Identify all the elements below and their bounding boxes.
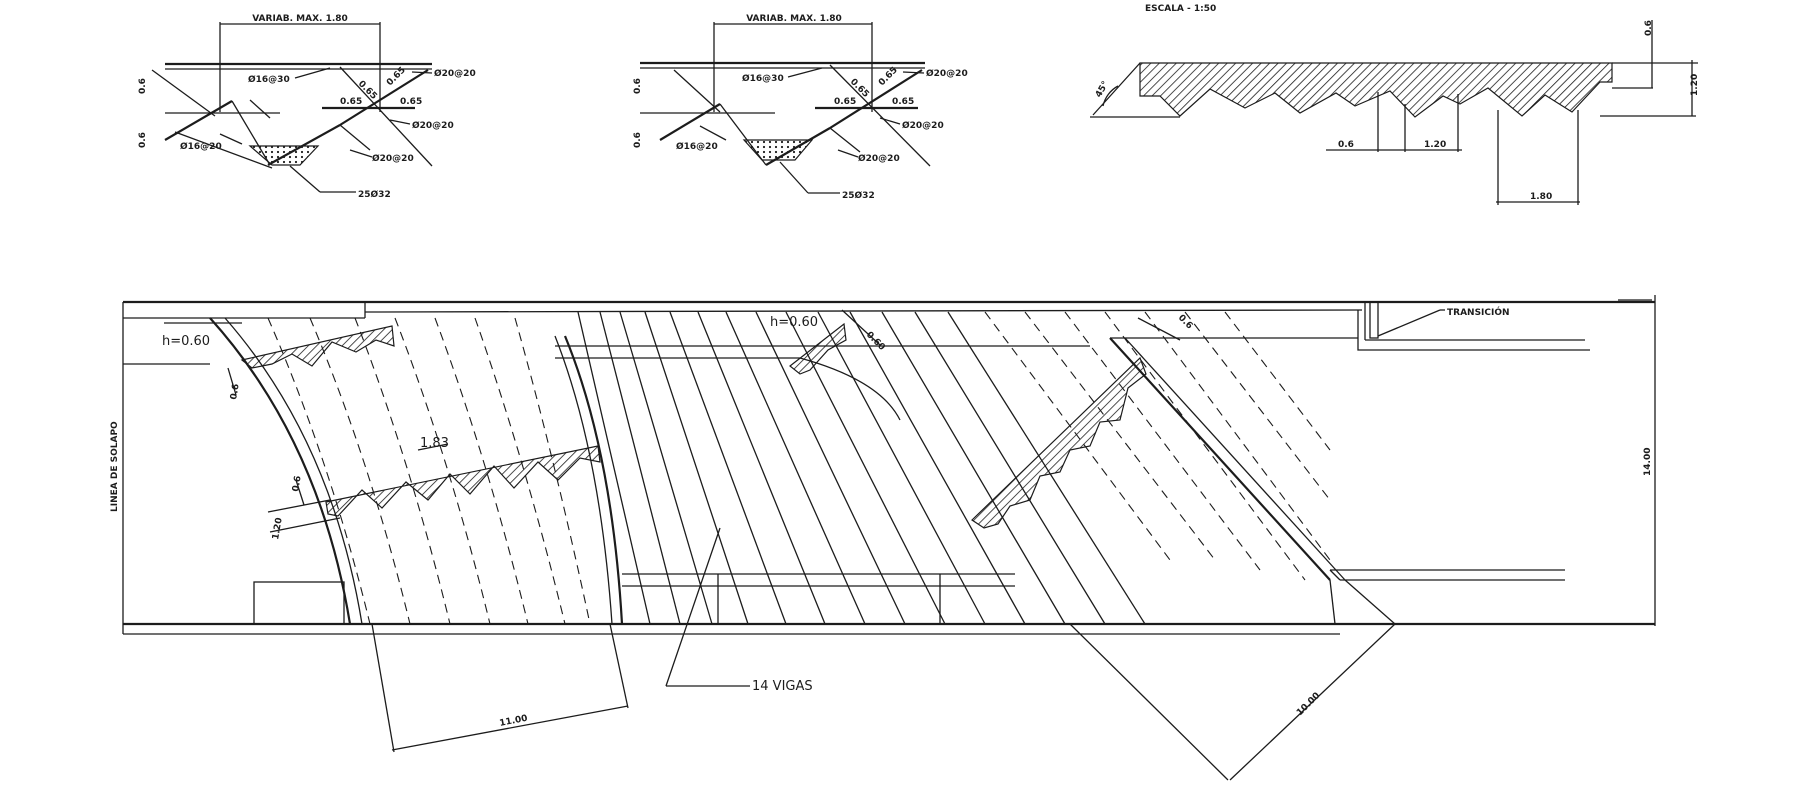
plan-dim-06-mid: 0.6 (1176, 313, 1194, 331)
detail-c-dim-right: 1.20 (1690, 74, 1700, 96)
detail-b: VARIAB. MAX. 1.80 Ø16@30 Ø16@20 Ø20@20 Ø… (633, 14, 968, 201)
plan-beams: 14 VIGAS (752, 679, 813, 694)
detail-b-dim-left-bot: 0.6 (633, 132, 643, 148)
detail-c-dim-a: 0.6 (1338, 140, 1354, 150)
detail-b-dim-b: 0.65 (877, 65, 900, 88)
detail-c: ESCALA - 1:50 45° 0.6 1.20 0.6 1.20 1.80 (1090, 4, 1700, 205)
detail-b-bar-right-top: Ø20@20 (926, 68, 968, 79)
detail-b-dim-left-top: 0.6 (633, 78, 643, 94)
detail-a-dim-c: 0.65 (340, 97, 362, 107)
detail-c-dim-c: 1.80 (1530, 192, 1552, 202)
plan-dim-06-top: 0.6 (229, 383, 242, 400)
plan-width: 14.00 (1643, 448, 1653, 476)
detail-c-angle: 45° (1094, 80, 1111, 100)
plan-dim-120: 1.20 (271, 517, 285, 541)
detail-b-bar-left: Ø16@20 (676, 141, 718, 152)
plan-dim-1100: 11.00 (499, 714, 529, 729)
detail-a-bar-right-mid: Ø20@20 (412, 120, 454, 131)
detail-a-bar-top: Ø16@30 (248, 74, 290, 85)
plan-dim-06-left: 0.6 (291, 475, 304, 492)
detail-a-dim-d: 0.65 (400, 97, 422, 107)
detail-b-dim-d: 0.65 (892, 97, 914, 107)
detail-a-dim-left-top: 0.6 (138, 78, 148, 94)
detail-b-bar-right-mid: Ø20@20 (902, 120, 944, 131)
detail-a: VARIAB. MAX. 1.80 Ø16@30 Ø16@20 Ø20@20 Ø… (138, 14, 476, 200)
detail-a-variable-label: VARIAB. MAX. 1.80 (252, 14, 348, 24)
detail-b-bar-count: 25Ø32 (842, 190, 875, 201)
detail-b-dim-c: 0.65 (834, 97, 856, 107)
detail-b-bar-bottom: Ø20@20 (858, 153, 900, 164)
detail-a-dim-left-bot: 0.6 (138, 132, 148, 148)
plan-transition: TRANSICIÓN (1447, 306, 1510, 318)
detail-a-bar-left: Ø16@20 (180, 141, 222, 152)
scale-label: ESCALA - 1:50 (1145, 4, 1216, 14)
plan-view: TRANSICIÓN h=0.60 0.6 h=0.60 0.60 0.6 0.… (110, 295, 1656, 781)
plan-overlap-line: LINEA DE SOLAPO (110, 421, 120, 512)
plan-dim-183: 1.83 (420, 436, 449, 451)
detail-c-dim-top: 0.6 (1644, 20, 1654, 36)
detail-c-dim-b: 1.20 (1424, 140, 1446, 150)
plan-h-left: h=0.60 (162, 334, 210, 349)
detail-a-bar-bottom: Ø20@20 (372, 153, 414, 164)
plan-dim-060: 0.60 (864, 330, 887, 353)
detail-b-variable-label: VARIAB. MAX. 1.80 (746, 14, 842, 24)
detail-a-bar-count: 25Ø32 (358, 189, 391, 200)
plan-h-mid: h=0.60 (770, 315, 818, 330)
plan-dim-1000: 10.00 (1295, 691, 1322, 718)
detail-b-bar-top: Ø16@30 (742, 73, 784, 84)
detail-a-bar-right-top: Ø20@20 (434, 68, 476, 79)
